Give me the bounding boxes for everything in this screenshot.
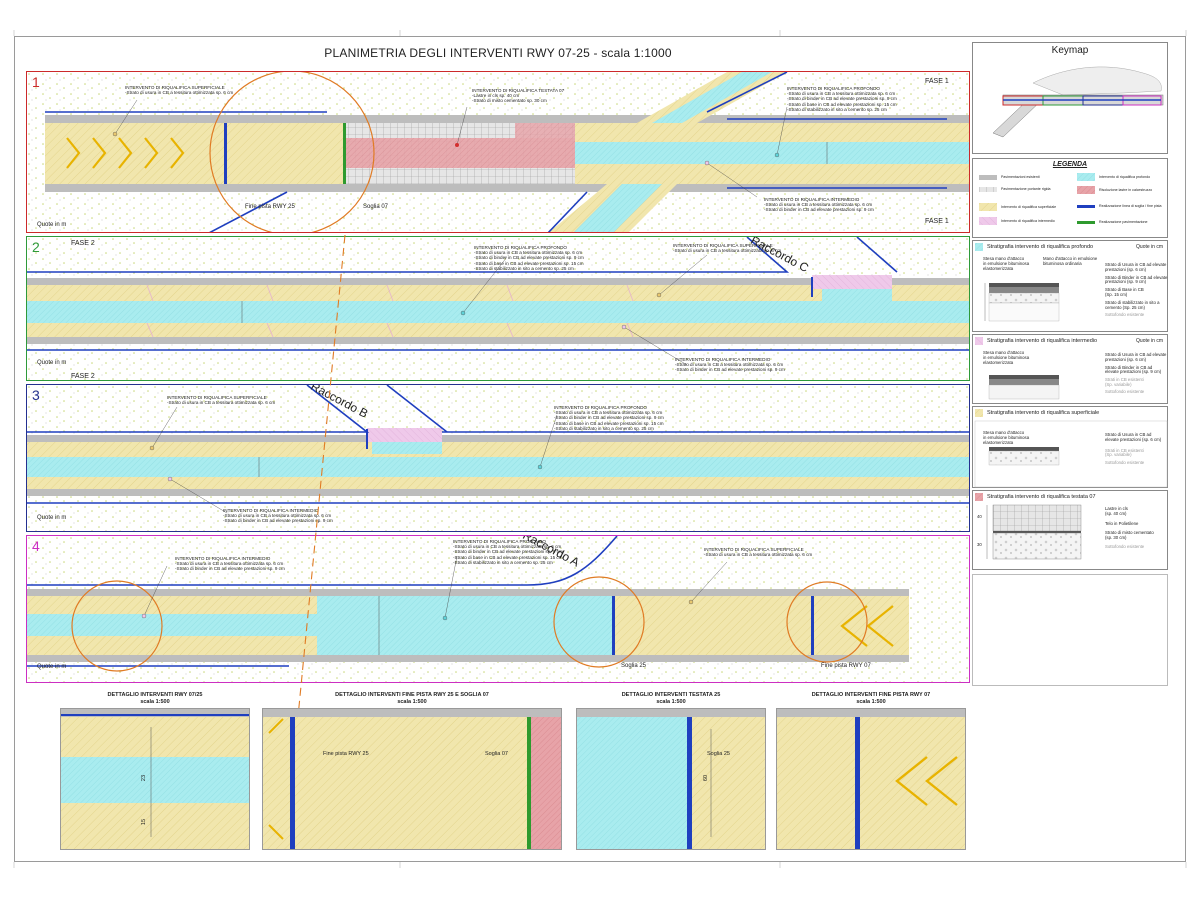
fase-label-top: FASE 2 bbox=[71, 240, 95, 247]
stratigrafia-title: Stratigrafia intervento di riqualifica p… bbox=[987, 244, 1094, 250]
legend-swatches bbox=[979, 173, 1095, 225]
stratigrafia-dim: 30 bbox=[977, 542, 982, 547]
quote-label: Quote in m bbox=[37, 664, 67, 670]
fine-pista-label: Fine pista RWY 25 bbox=[245, 204, 295, 210]
note-testata: INTERVENTO DI RIQUALIFICA TESTATA 07-Las… bbox=[472, 88, 565, 104]
keymap-title: Keymap bbox=[1051, 45, 1089, 56]
soglia-label: Soglia 25 bbox=[621, 663, 647, 669]
stratigrafia-superficiale: Stratigrafia intervento di riqualifica s… bbox=[972, 406, 1168, 488]
detail-label: Soglia 07 bbox=[485, 751, 508, 757]
fase-label-bottom: FASE 1 bbox=[925, 218, 949, 225]
stratigrafia-title: Stratigrafia intervento di riqualifica i… bbox=[987, 338, 1098, 344]
drawing-sheet bbox=[14, 36, 1186, 862]
note-intermedio: INTERVENTO DI RIQUALIFICA INTERMEDIO-Str… bbox=[764, 197, 874, 213]
stratigrafia-quote: Quote in cm bbox=[1136, 338, 1163, 344]
note-profondo: INTERVENTO DI RIQUALIFICA PROFONDO-Strat… bbox=[787, 86, 897, 112]
detail-label: Soglia 25 bbox=[707, 751, 730, 757]
stratigrafia-testata: Stratigrafia intervento di riqualifica t… bbox=[972, 490, 1168, 570]
legend-title: LEGENDA bbox=[1052, 161, 1088, 168]
note-intermedio: INTERVENTO DI RIQUALIFICA INTERMEDIO-Str… bbox=[223, 508, 333, 524]
stratigrafia-title: Stratigrafia intervento di riqualifica t… bbox=[987, 494, 1096, 500]
legend-item: Intervento di riqualifica intermedio bbox=[1001, 219, 1055, 223]
detail-dim: 60 bbox=[703, 774, 710, 782]
quote-label: Quote in m bbox=[37, 222, 67, 228]
panel-number: 4 bbox=[32, 538, 40, 554]
detail-fine-pista-07 bbox=[776, 708, 966, 850]
note-superficiale: INTERVENTO DI RIQUALIFICA SUPERFICIALE-S… bbox=[704, 547, 813, 558]
note-profondo: INTERVENTO DI RIQUALIFICA PROFONDO-Strat… bbox=[453, 539, 563, 565]
panel-3-plan bbox=[27, 385, 969, 531]
note-intermedio: INTERVENTO DI RIQUALIFICA INTERMEDIO-Str… bbox=[175, 556, 285, 572]
fine-pista-label: Fine pista RWY 07 bbox=[821, 663, 871, 669]
quote-label: Quote in m bbox=[37, 515, 67, 521]
fase-label-top: FASE 1 bbox=[925, 78, 949, 85]
note-profondo: INTERVENTO DI RIQUALIFICA PROFONDO-Strat… bbox=[474, 245, 584, 271]
detail-dim: 23 bbox=[141, 774, 148, 782]
soglia-label: Soglia 07 bbox=[363, 204, 389, 210]
stratigrafia-title: Stratigrafia intervento di riqualifica s… bbox=[987, 410, 1100, 416]
detail-label: Fine pista RWY 25 bbox=[323, 751, 369, 757]
note-superficiale: INTERVENTO DI RIQUALIFICA SUPERFICIALE-S… bbox=[673, 243, 782, 254]
note-superficiale: INTERVENTO DI RIQUALIFICA SUPERFICIALE-S… bbox=[125, 85, 234, 96]
panel-3: 3 Raccordo B INTERVENTO DI RIQUALIFICA S… bbox=[26, 384, 970, 532]
detail-dim: 15 bbox=[141, 818, 148, 826]
panel-number: 3 bbox=[32, 387, 40, 403]
note-superficiale: INTERVENTO DI RIQUALIFICA SUPERFICIALE-S… bbox=[167, 395, 276, 406]
note-profondo: INTERVENTO DI RIQUALIFICA PROFONDO-Strat… bbox=[554, 405, 664, 431]
legend-item: Intervento di riqualifica profondo bbox=[1099, 175, 1151, 179]
keymap-panel: Keymap bbox=[972, 42, 1168, 154]
detail-rwy-07-25: 23 15 bbox=[60, 708, 250, 850]
panel-1: 1 FASE 1 FASE 1 INTERVENTO DI RIQUALIFIC… bbox=[26, 71, 970, 233]
panel-1-plan bbox=[27, 72, 969, 232]
stratigrafia-profondo: Stratigrafia intervento di riqualifica p… bbox=[972, 240, 1168, 332]
stratigrafia-dim: 40 bbox=[977, 514, 982, 519]
detail-title: DETTAGLIO INTERVENTI FINE PISTA RWY 25 E… bbox=[335, 692, 489, 705]
legend-item: Realizzazione linea di soglia / fine pis… bbox=[1099, 204, 1162, 208]
keymap-map bbox=[992, 66, 1164, 138]
stratigrafia-quote: Quote in cm bbox=[1136, 244, 1163, 250]
legend-item: Intervento di riqualifica superficiale bbox=[1001, 205, 1057, 209]
legend-panel: LEGENDA Pavimentazioni esistenti Pavimen… bbox=[972, 158, 1168, 238]
title-block bbox=[972, 574, 1168, 686]
legend-item: Pavimentazioni esistenti bbox=[1001, 175, 1040, 179]
note-intermedio: INTERVENTO DI RIQUALIFICA INTERMEDIO-Str… bbox=[675, 357, 785, 373]
panel-2-plan bbox=[27, 237, 969, 380]
legend-item: Risoluzione lastre in calcestruzzo bbox=[1099, 188, 1153, 192]
panel-4: 4 Raccordo A INTERVENTO DI RIQUALIFICA I… bbox=[26, 535, 970, 683]
drawing-title: PLANIMETRIA DEGLI INTERVENTI RWY 07-25 -… bbox=[324, 46, 672, 60]
panel-4-plan bbox=[27, 536, 969, 682]
legend-item: Pavimentazione portante rigida bbox=[1001, 187, 1051, 191]
detail-fine-pista-25-soglia-07: Fine pista RWY 25 Soglia 07 bbox=[262, 708, 562, 850]
legend-item: Realizzazione pavimentazione bbox=[1099, 220, 1148, 224]
panel-2: 2 FASE 2 FASE 2 Raccordo C INTERVENTO DI… bbox=[26, 236, 970, 381]
stratigrafia-intermedio: Stratigrafia intervento di riqualifica i… bbox=[972, 334, 1168, 404]
panel-number: 2 bbox=[32, 239, 40, 255]
panel-number: 1 bbox=[32, 74, 40, 90]
quote-label: Quote in m bbox=[37, 360, 67, 366]
stratigrafia-layers: Lastre in cls(sp. 40 cm) Telo in Polieti… bbox=[1105, 506, 1154, 549]
fase-label-bottom: FASE 2 bbox=[71, 373, 95, 380]
detail-testata-25: Soglia 25 60 bbox=[576, 708, 766, 850]
